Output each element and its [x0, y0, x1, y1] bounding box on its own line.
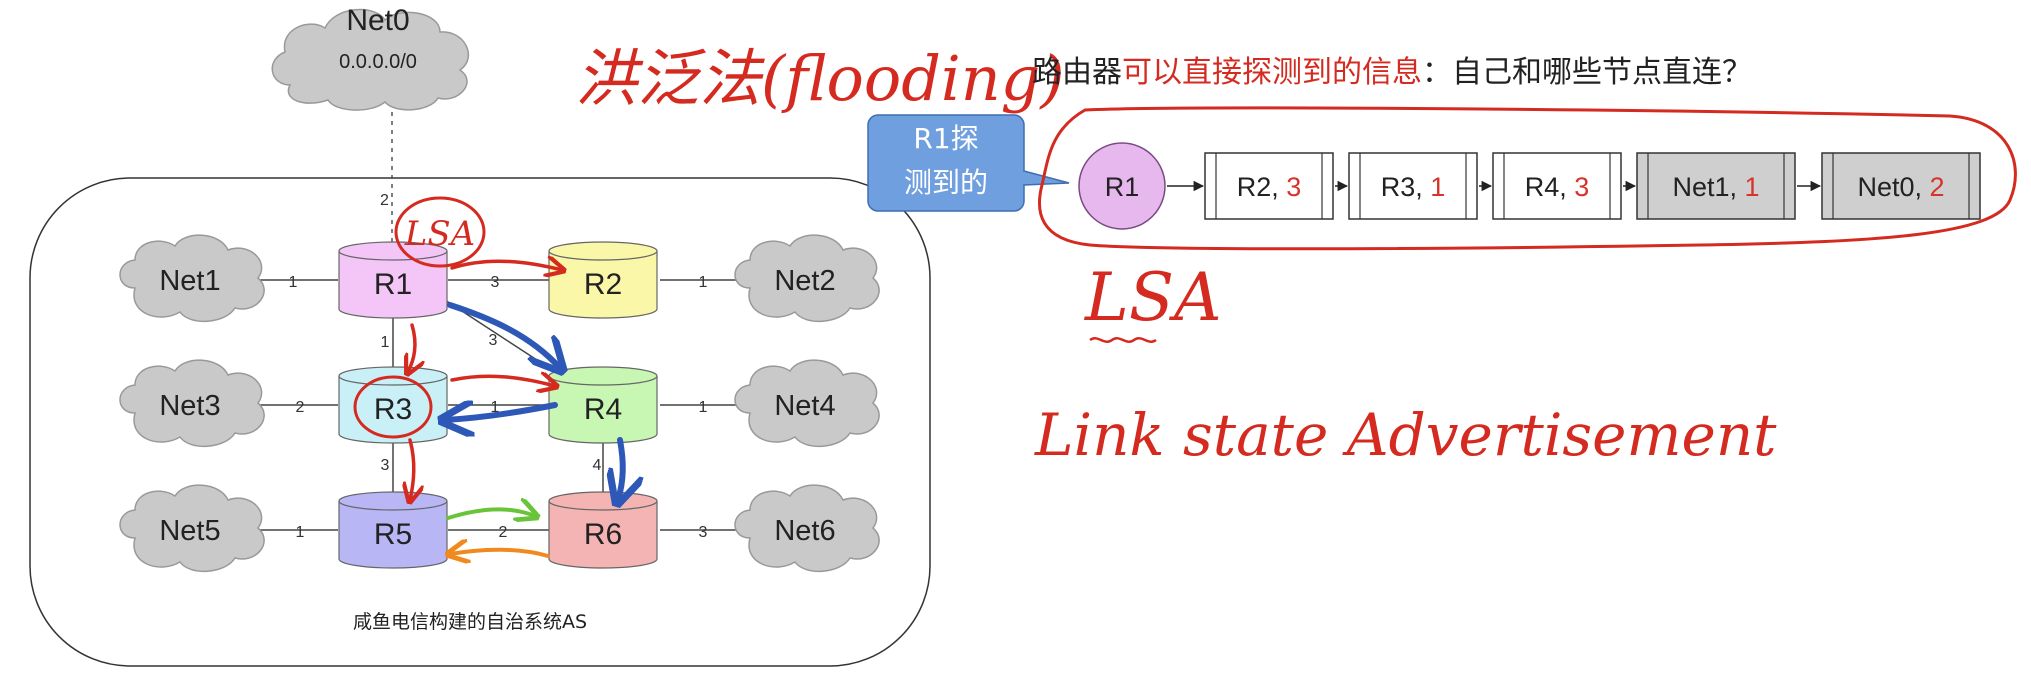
- lsa-entry: R3, 1: [1348, 152, 1478, 220]
- lsa-entry-node: R4,: [1525, 172, 1575, 202]
- router-r4: R4: [548, 366, 658, 444]
- cost-r6-net6: 3: [699, 524, 708, 541]
- cost-r3-r4: 1: [491, 399, 500, 416]
- lsa-list: R1 R2, 3 R3, 1 R4, 3 Net1, 1 Net0, 2: [1078, 142, 1981, 230]
- lsa-source-label: R1: [1105, 172, 1140, 202]
- lsa-full-name: Link state Advertisement: [1034, 401, 1777, 469]
- flood-arrow-r4-r3: [445, 405, 558, 420]
- router-r6: R6: [548, 491, 658, 569]
- lsa-entry-label: R3, 1: [1381, 172, 1446, 202]
- net0-prefix: 0.0.0.0/0: [339, 51, 417, 73]
- lsa-underline: [1089, 337, 1157, 343]
- lsa-entry-label: Net0, 2: [1857, 172, 1944, 202]
- flood-arrow-r1-r4: [447, 302, 560, 368]
- cost-net3-r3: 2: [296, 399, 305, 416]
- network-label: Net4: [774, 390, 835, 422]
- cost-r1-r3: 1: [381, 334, 390, 351]
- network-cloud-net5: Net5: [119, 484, 265, 573]
- lsa-entry-node: R3,: [1381, 172, 1431, 202]
- right-panel: 洪泛法(flooding) 路由器可以直接探测到的信息：自己和哪些节点直连？ R…: [575, 42, 2017, 469]
- as-caption: 咸鱼电信构建的自治系统AS: [353, 611, 587, 633]
- question-highlight: 可以直接探测到的信息: [1122, 55, 1422, 90]
- network-label: Net6: [774, 515, 835, 547]
- callout-line-1: R1探: [913, 122, 978, 155]
- callout-line-2: 测到的: [904, 166, 988, 199]
- net0-label: Net0: [346, 4, 409, 37]
- lsa-entry: R4, 3: [1492, 152, 1622, 220]
- network-cloud-net6: Net6: [734, 484, 880, 573]
- router-label: R5: [374, 518, 412, 551]
- lsa-circle-label: LSA: [404, 214, 475, 254]
- cost-r1-r4: 3: [489, 332, 498, 349]
- lsa-entry-cost: 2: [1930, 172, 1945, 202]
- cost-net5-r5: 1: [296, 524, 305, 541]
- network-cloud-net2: Net2: [734, 234, 880, 323]
- network-label: Net1: [159, 265, 220, 297]
- lsa-entry: Net1, 1: [1636, 152, 1796, 220]
- flood-arrow-r3-r5: [410, 438, 414, 500]
- flooding-annotations: LSA: [353, 196, 623, 556]
- lsa-entry-cost: 3: [1574, 172, 1589, 202]
- lsa-entry-node: Net0,: [1857, 172, 1929, 202]
- question-suffix: ：自己和哪些节点直连？: [1422, 55, 1752, 90]
- network-label: Net5: [159, 515, 220, 547]
- lsa-list-loop: [1038, 106, 2017, 251]
- flood-arrow-r6-r5: [450, 550, 550, 556]
- cost-net1-r1: 1: [289, 274, 298, 291]
- lsa-entry-cost: 3: [1286, 172, 1301, 202]
- r3-highlight-circle: [353, 375, 433, 439]
- lsa-entry-label: R2, 3: [1237, 172, 1302, 202]
- router-label: R2: [584, 268, 622, 301]
- cost-r4-r6: 4: [593, 457, 602, 474]
- router-r2: R2: [548, 241, 658, 319]
- question-prefix: 路由器: [1032, 55, 1122, 90]
- cost-r4-net4: 1: [699, 399, 708, 416]
- network-cloud-net1: Net1: [119, 234, 265, 323]
- cost-r2-net2: 1: [699, 274, 708, 291]
- router-label: R4: [584, 393, 622, 426]
- flood-arrow-r5-r6: [446, 509, 535, 518]
- cost-r5-r6: 2: [499, 524, 508, 541]
- lsa-entry-label: Net1, 1: [1672, 172, 1759, 202]
- lsa-entry-node: R2,: [1237, 172, 1287, 202]
- net0-cloud: Net0 0.0.0.0/0: [271, 4, 470, 111]
- flooding-title: 洪泛法(flooding): [575, 42, 1065, 115]
- lsa-label: LSA: [1084, 259, 1222, 336]
- network-label: Net2: [774, 265, 835, 297]
- question-line: 路由器可以直接探测到的信息：自己和哪些节点直连？: [1032, 55, 1752, 90]
- router-label: R1: [374, 268, 412, 301]
- flood-arrow-r1-r3: [408, 323, 415, 372]
- cost-r3-r5: 3: [381, 457, 390, 474]
- router-r1: R1: [338, 241, 448, 319]
- lsa-source-node: R1: [1078, 142, 1166, 230]
- net0-link-cost: 2: [380, 192, 389, 209]
- router-label: R3: [374, 393, 412, 426]
- lsa-circle: [394, 196, 486, 268]
- lsa-entry-cost: 1: [1430, 172, 1445, 202]
- cost-r1-r2: 3: [491, 274, 500, 291]
- lsa-entry-cost: 1: [1745, 172, 1760, 202]
- router-r5: R5: [338, 491, 448, 569]
- lsa-entry: R2, 3: [1204, 152, 1334, 220]
- network-cloud-net4: Net4: [734, 359, 880, 448]
- network-cloud-net3: Net3: [119, 359, 265, 448]
- network-label: Net3: [159, 390, 220, 422]
- as-diagram: Net0 0.0.0.0/0 2 1 3 1 3 1: [29, 4, 931, 667]
- lsa-entry-node: Net1,: [1672, 172, 1744, 202]
- as-boundary: [29, 177, 931, 667]
- link-costs: 1 3 1 3 1 2 1 1 3 4 1 2 3: [289, 274, 708, 541]
- callout-r1-detected: R1探 测到的: [867, 114, 1070, 212]
- flood-arrow-r3-r4: [450, 376, 555, 386]
- lsa-entry: Net0, 2: [1821, 152, 1981, 220]
- router-label: R6: [584, 518, 622, 551]
- flood-arrow-r1-r2: [450, 261, 562, 270]
- lsa-entry-label: R4, 3: [1525, 172, 1590, 202]
- flood-arrow-r4-r6: [618, 437, 623, 500]
